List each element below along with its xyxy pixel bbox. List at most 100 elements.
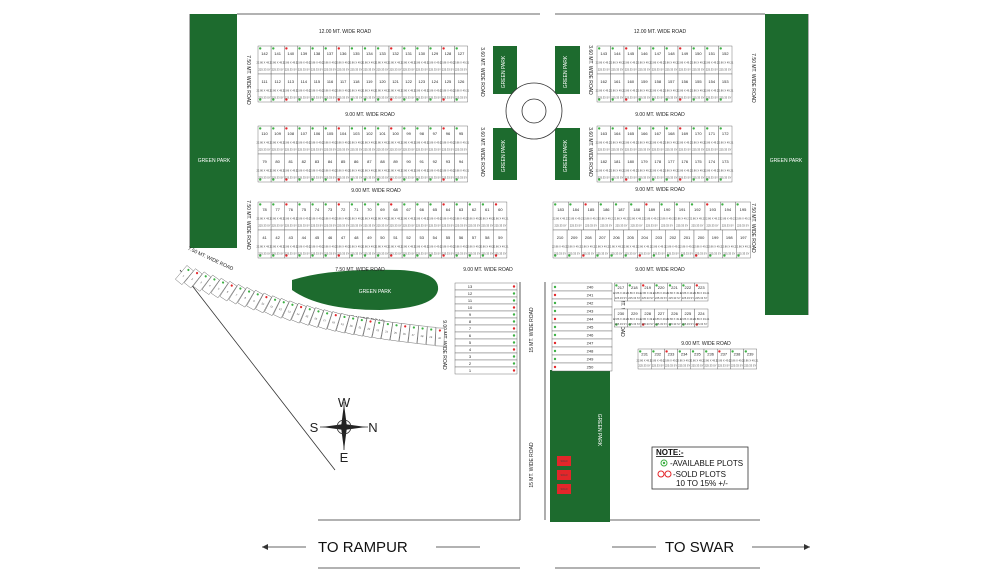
plot[interactable]: 1 xyxy=(175,265,194,285)
plot[interactable]: 244 xyxy=(551,314,613,324)
plot[interactable]: 2 xyxy=(183,268,203,289)
plot[interactable]: 30 xyxy=(435,327,445,347)
plot[interactable]: 5 xyxy=(454,338,518,347)
plot[interactable]: 5 xyxy=(210,277,229,299)
plot[interactable]: 1 xyxy=(454,366,518,375)
plot[interactable]: 7 xyxy=(454,324,518,333)
plot[interactable]: 12 xyxy=(273,298,290,319)
plot[interactable]: 9 xyxy=(454,310,518,319)
plot[interactable]: 3 xyxy=(454,352,518,361)
plot[interactable]: 11 xyxy=(454,296,518,305)
plot[interactable]: 3 xyxy=(192,271,212,292)
plot[interactable]: 25 xyxy=(390,321,402,342)
plot[interactable]: 26 xyxy=(399,323,411,343)
plot[interactable]: 11 xyxy=(264,295,281,316)
plot[interactable]: 245 xyxy=(551,322,613,332)
plot[interactable]: 10 xyxy=(255,292,272,314)
plot[interactable]: 4 xyxy=(454,345,518,354)
plot[interactable]: 243 xyxy=(551,306,613,316)
plot[interactable]: 9 xyxy=(246,289,264,311)
plot[interactable]: 28 xyxy=(417,325,428,345)
plot[interactable]: 12 xyxy=(454,289,518,298)
plot[interactable]: 10 xyxy=(454,303,518,312)
plot[interactable]: 21 xyxy=(353,316,368,337)
plot[interactable]: 8 xyxy=(454,317,518,326)
plot[interactable]: 19 xyxy=(336,313,350,334)
